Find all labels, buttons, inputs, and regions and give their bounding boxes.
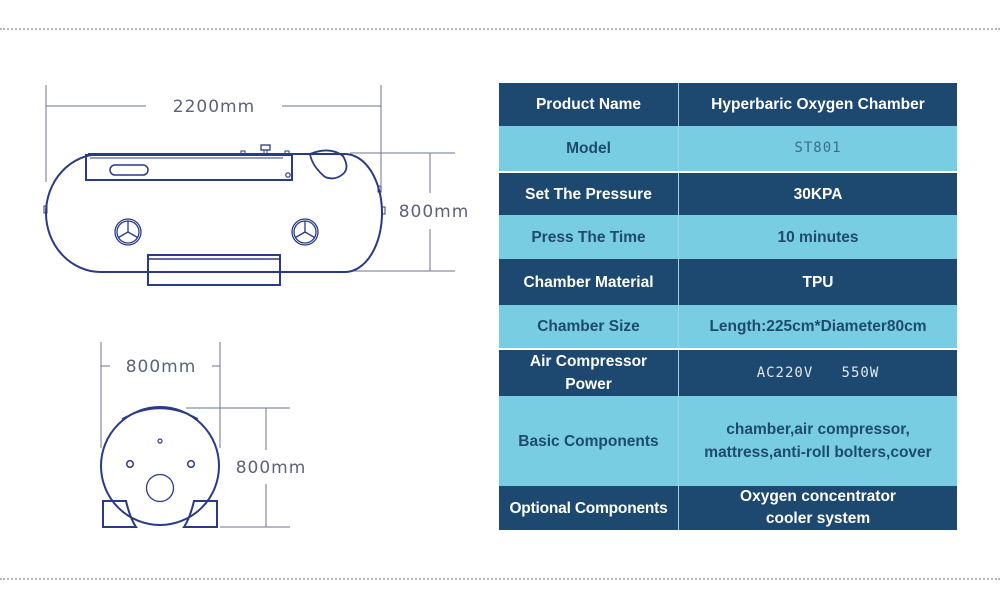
table-row: Product Name Hyperbaric Oxygen Chamber [499, 83, 957, 126]
length-label: 2200mm [173, 97, 255, 117]
height-dimension [350, 152, 455, 272]
width-label: 800mm [126, 357, 197, 377]
row-label-product-name: Product Name [499, 83, 679, 126]
table-row: Basic Components chamber,air compressor,… [499, 396, 957, 486]
row-value-pressure: 30KPA [678, 171, 957, 215]
row-value-basic-components: chamber,air compressor, mattress,anti-ro… [678, 396, 957, 486]
row-label-compressor-power: Air Compressor Power [499, 348, 679, 396]
label-line: Air Compressor [529, 353, 648, 370]
row-label-size: Chamber Size [499, 305, 679, 349]
row-value-material: TPU [678, 259, 957, 305]
table-row: Chamber Material TPU [499, 259, 957, 305]
value-line: cooler system [765, 510, 871, 527]
row-value-product-name: Hyperbaric Oxygen Chamber [678, 83, 957, 126]
value-line: chamber,air compressor, [726, 421, 910, 438]
row-value-compressor-power: AC220V 550W [678, 348, 957, 396]
row-value-press-time: 10 minutes [678, 215, 957, 259]
end-cap-outline [100, 406, 220, 526]
side-view: 2200mm 800mm [43, 85, 470, 286]
row-label-basic-components: Basic Components [499, 396, 679, 486]
row-label-pressure: Set The Pressure [499, 171, 679, 215]
table-row: Press The Time 10 minutes [499, 215, 957, 259]
bottom-dotted-divider [0, 578, 1000, 580]
right-support-foot [182, 500, 218, 528]
end-view: 800mm 800mm [100, 342, 307, 528]
chamber-technical-drawing: 2200mm 800mm [43, 85, 470, 528]
row-label-material: Chamber Material [499, 259, 679, 305]
table-row: Optional Components Oxygen concentrator … [499, 486, 957, 530]
table-row: Set The Pressure 30KPA [499, 171, 957, 215]
left-support-foot [102, 500, 138, 528]
head-dome [308, 149, 348, 180]
top-panel [85, 154, 293, 181]
value-line: mattress,anti-roll bolters,cover [704, 444, 932, 461]
wheel-left-icon [114, 218, 142, 246]
wheel-right-icon [291, 218, 319, 246]
row-label-press-time: Press The Time [499, 215, 679, 259]
length-dimension [45, 85, 382, 185]
table-row: Model ST801 [499, 126, 957, 172]
row-value-optional-components: Oxygen concentrator cooler system [678, 486, 957, 530]
end-height-label: 800mm [236, 458, 307, 478]
table-row: Chamber Size Length:225cm*Diameter80cm [499, 305, 957, 349]
row-value-size: Length:225cm*Diameter80cm [678, 305, 957, 349]
spec-table: Product Name Hyperbaric Oxygen Chamber M… [499, 83, 957, 530]
value-line: Oxygen concentrator [740, 488, 896, 505]
hatch-port [145, 473, 175, 503]
row-label-model: Model [499, 126, 679, 172]
label-line: Power [565, 376, 612, 393]
base-tray [147, 254, 281, 286]
chamber-body-outline [44, 153, 384, 273]
row-label-optional-components: Optional Components [499, 486, 679, 530]
table-row: Air Compressor Power AC220V 550W [499, 348, 957, 396]
end-height-dimension [186, 407, 290, 528]
row-value-model: ST801 [678, 126, 957, 172]
height-label: 800mm [399, 202, 470, 222]
width-dimension [100, 342, 221, 448]
window-slot [109, 164, 149, 176]
top-dotted-divider [0, 28, 1000, 30]
